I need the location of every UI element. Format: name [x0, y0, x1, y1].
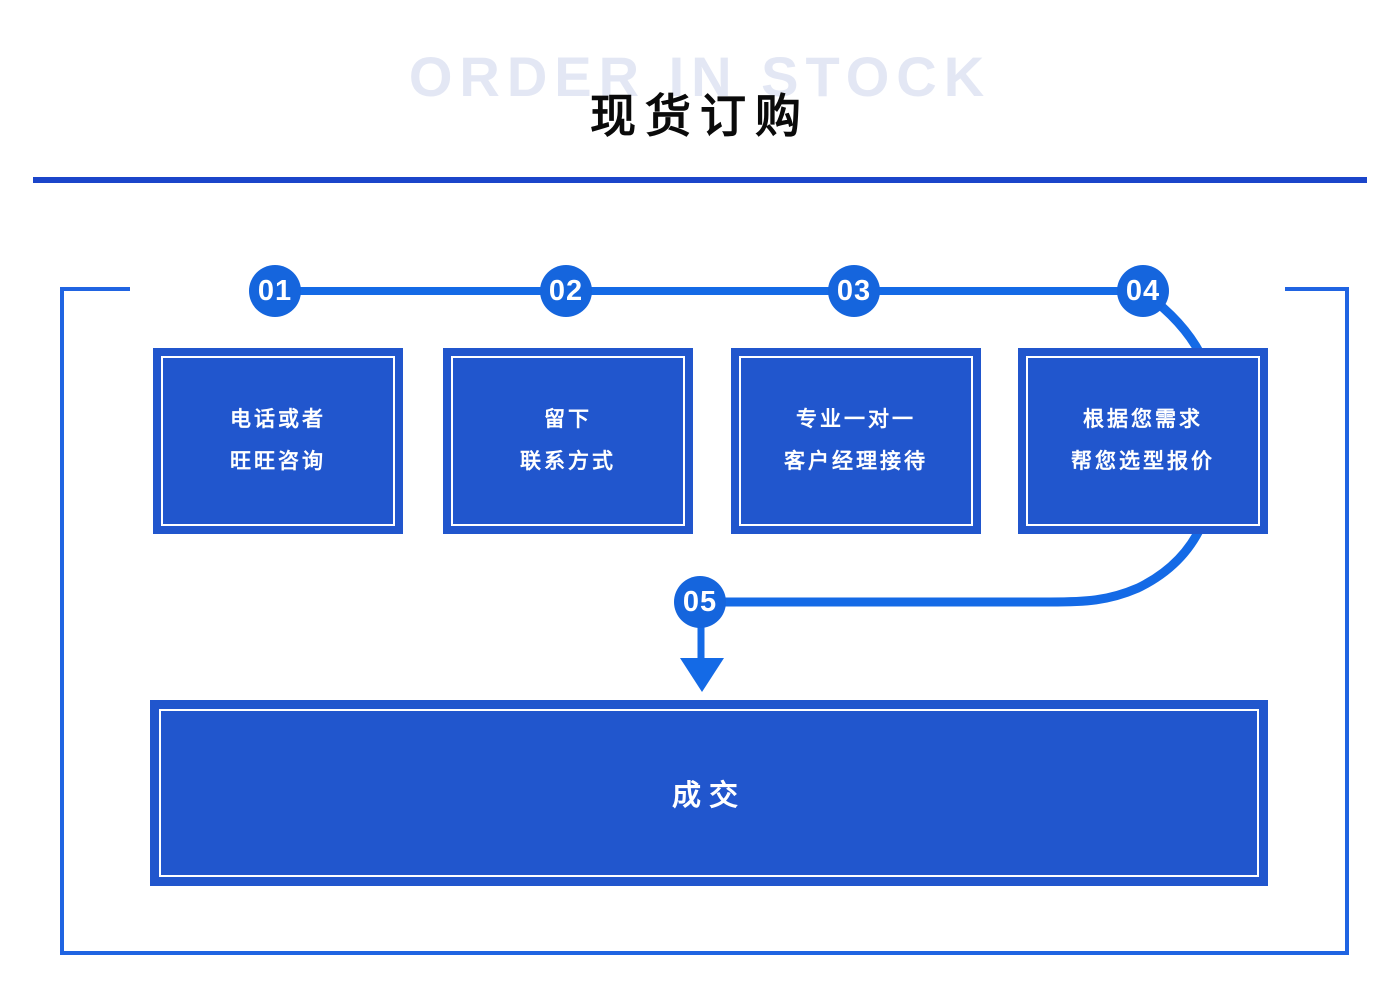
step-box-3-line-1: 专业一对一 [796, 408, 916, 431]
header-subtitle-en: ORDER IN STOCK [408, 45, 992, 108]
step-box-4-line-1: 根据您需求 [1083, 408, 1203, 431]
step-box-1: 电话或者 旺旺咨询 [153, 348, 403, 534]
step-box-1-line-1: 电话或者 [230, 408, 326, 431]
step-box-4: 根据您需求 帮您选型报价 [1018, 348, 1268, 534]
diagram-header: ORDER IN STOCK 现货订购 [0, 0, 1400, 185]
final-deal-box: 成交 [150, 700, 1268, 886]
step-box-3-label: 专业一对一 客户经理接待 [784, 399, 928, 483]
step-box-4-label: 根据您需求 帮您选型报价 [1071, 399, 1215, 483]
step-box-1-line-2: 旺旺咨询 [230, 450, 326, 473]
step-box-2-label: 留下 联系方式 [520, 399, 616, 483]
step-box-2-line-1: 留下 [544, 408, 592, 431]
step-box-4-line-2: 帮您选型报价 [1071, 450, 1215, 473]
step-number-badge-02: 02 [540, 265, 592, 317]
step-box-2-line-2: 联系方式 [520, 450, 616, 473]
step-box-3: 专业一对一 客户经理接待 [731, 348, 981, 534]
step-box-2: 留下 联系方式 [443, 348, 693, 534]
final-deal-label: 成交 [671, 780, 746, 812]
step-number-badge-01: 01 [249, 265, 301, 317]
step-box-1-label: 电话或者 旺旺咨询 [230, 399, 326, 483]
step-number-badge-05: 05 [674, 576, 726, 628]
step-number-badge-04: 04 [1117, 265, 1169, 317]
step-number-badge-03: 03 [828, 265, 880, 317]
header-divider [33, 177, 1367, 183]
step-box-3-line-2: 客户经理接待 [784, 450, 928, 473]
page-title: 现货订购 [590, 90, 810, 142]
diagram-frame [60, 287, 1349, 955]
arrow-down-icon [680, 658, 724, 692]
